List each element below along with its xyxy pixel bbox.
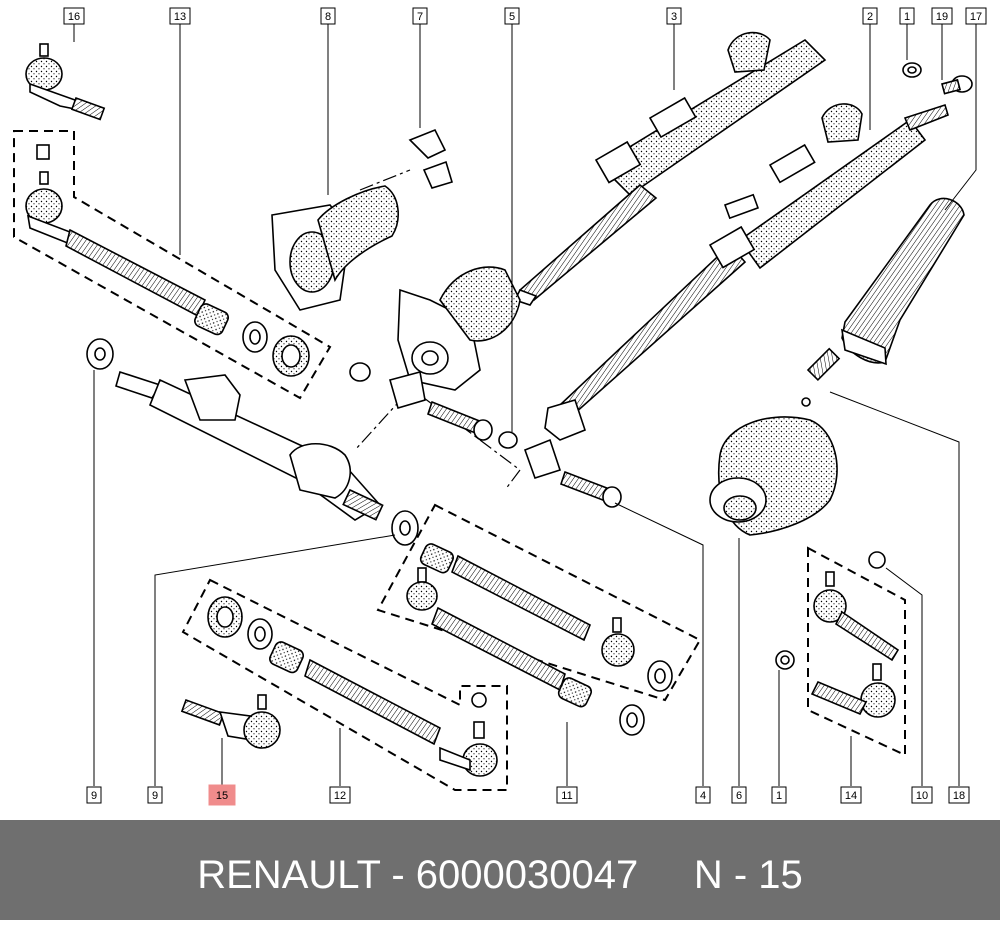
callout-15: 15 — [208, 784, 236, 806]
callout-number: 12 — [334, 790, 346, 802]
callout-box — [556, 786, 578, 804]
part-small-bolts — [349, 362, 622, 508]
callout-number: 1 — [904, 11, 910, 23]
callout-number: 2 — [867, 11, 873, 23]
callout-8: 8 — [320, 7, 336, 25]
callout-number: 1 — [776, 790, 782, 802]
part-boot-8 — [271, 185, 399, 311]
callout-4: 4 — [695, 786, 711, 804]
part-bolt-18 — [801, 347, 841, 407]
callout-17: 17 — [965, 7, 987, 25]
part-boot-6 — [709, 416, 838, 536]
part-tie-rod-end-15 — [180, 694, 281, 749]
callout-9b: 9 — [147, 786, 163, 804]
callout-number: 15 — [216, 790, 228, 802]
part-tie-rod-end-16 — [25, 43, 106, 121]
part-steering-column-2 — [523, 103, 949, 479]
callout-6: 6 — [731, 786, 747, 804]
callout-box — [86, 786, 102, 804]
callout-box — [899, 7, 915, 25]
part-cover-17 — [840, 197, 965, 366]
callout-box — [931, 7, 953, 25]
callout-number: 8 — [325, 11, 331, 23]
callout-box — [911, 786, 933, 804]
callout-box — [320, 7, 336, 25]
callout-7: 7 — [412, 7, 428, 25]
callout-number: 3 — [671, 11, 677, 23]
callout-box — [63, 7, 85, 25]
callout-1a: 1 — [899, 7, 915, 25]
callout-number: 9 — [152, 790, 158, 802]
callout-5: 5 — [504, 7, 520, 25]
callout-number: 14 — [845, 790, 857, 802]
callout-number: 13 — [174, 11, 186, 23]
callout-number: 6 — [736, 790, 742, 802]
callout-number: 11 — [561, 790, 572, 802]
callout-2: 2 — [862, 7, 878, 25]
callout-box — [771, 786, 787, 804]
part-steering-rack — [86, 266, 521, 521]
part-tie-rod-ends-14 — [775, 551, 900, 718]
callout-number: 18 — [953, 790, 965, 802]
callout-box — [731, 786, 747, 804]
part-clip-7 — [408, 128, 453, 189]
callout-19: 19 — [931, 7, 953, 25]
callout-box — [412, 7, 428, 25]
callout-number: 7 — [417, 11, 423, 23]
callout-3: 3 — [666, 7, 682, 25]
part-nut-1-top — [902, 62, 922, 78]
callout-box — [948, 786, 970, 804]
callout-number: 9 — [91, 790, 97, 802]
footer-bar: RENAULT - 6000030047 N - 15 — [0, 820, 1000, 920]
part-reference-caption: RENAULT - 6000030047 N - 15 — [197, 853, 803, 897]
leader-lines — [73, 24, 977, 786]
callout-14: 14 — [840, 786, 862, 804]
callout-number: 4 — [700, 790, 706, 802]
part-bolt-19 — [941, 75, 973, 95]
callout-13: 13 — [169, 7, 191, 25]
callout-9a: 9 — [86, 786, 102, 804]
callout-box — [862, 7, 878, 25]
callout-number: 19 — [936, 11, 948, 23]
part-steering-column-3 — [513, 31, 827, 306]
part-tie-rod-set-11 — [406, 543, 673, 736]
callout-box — [169, 7, 191, 25]
callout-number: 17 — [970, 11, 982, 23]
callout-number: 10 — [916, 790, 928, 802]
callout-box — [965, 7, 987, 25]
callout-box — [329, 786, 351, 804]
callout-number: 5 — [509, 11, 515, 23]
callout-18: 18 — [948, 786, 970, 804]
callout-box — [666, 7, 682, 25]
part-tie-rod-13 — [25, 144, 310, 377]
callout-12: 12 — [329, 786, 351, 804]
callout-box — [695, 786, 711, 804]
part-tie-rod-12 — [207, 596, 498, 777]
callout-10: 10 — [911, 786, 933, 804]
callout-box — [840, 786, 862, 804]
callout-box — [147, 786, 163, 804]
callout-number: 16 — [68, 11, 80, 23]
group-frames — [13, 130, 906, 791]
callout-box — [504, 7, 520, 25]
callout-16: 16 — [63, 7, 85, 25]
callout-box — [208, 784, 236, 806]
part-washer-9 — [391, 510, 419, 546]
callout-11: 11 — [556, 786, 578, 804]
callout-1b: 1 — [771, 786, 787, 804]
